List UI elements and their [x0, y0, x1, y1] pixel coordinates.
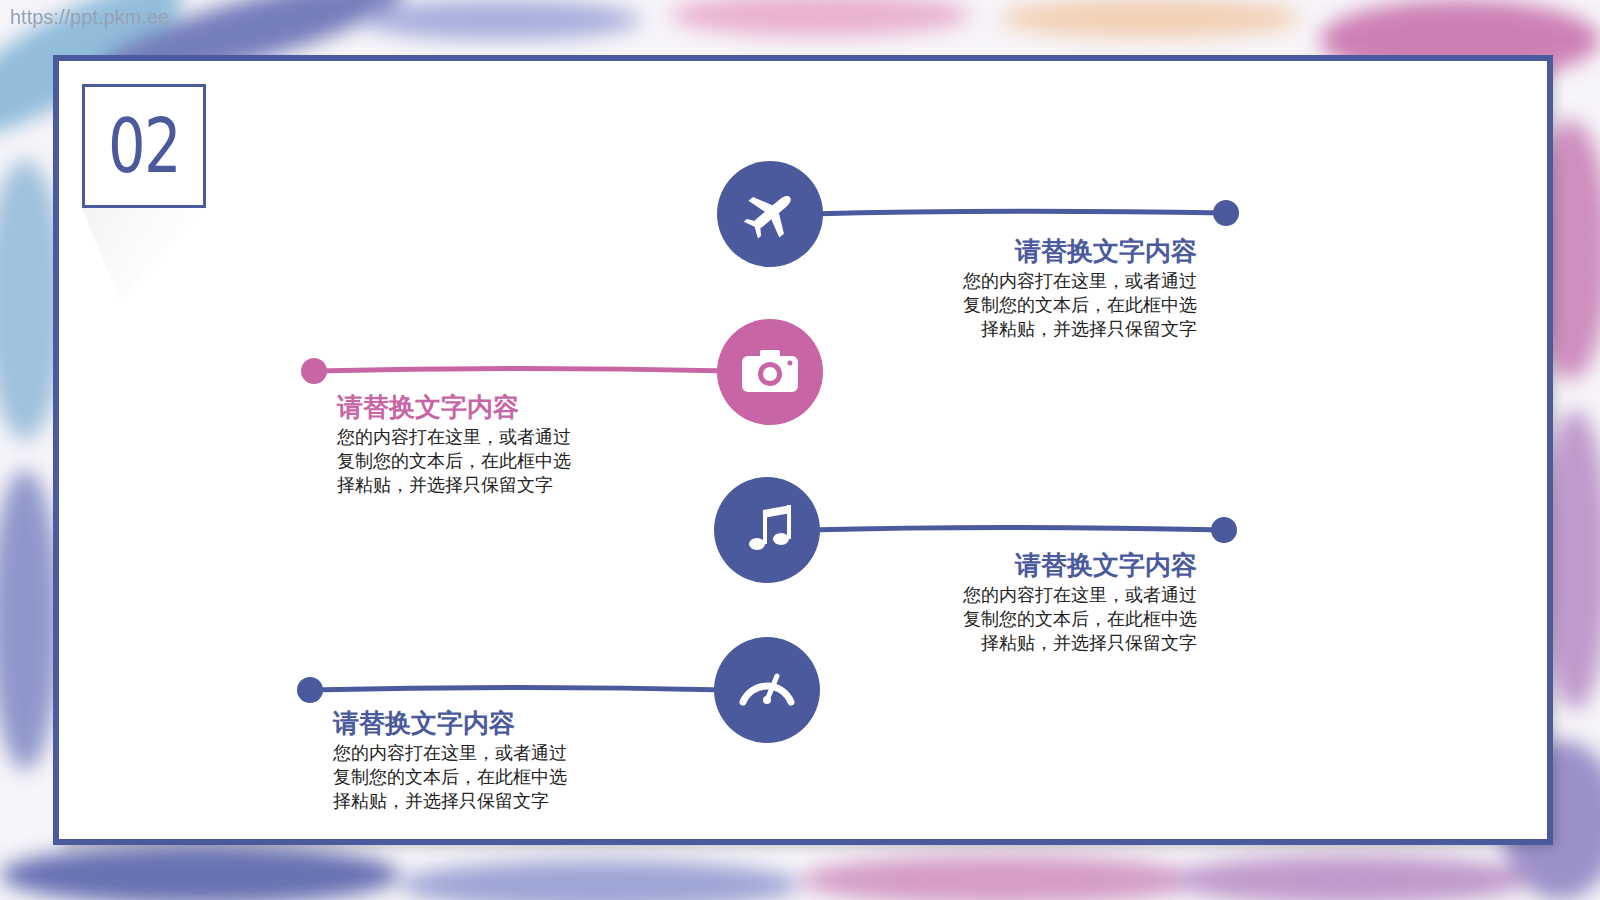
- watermark: https://ppt.pkm.ee: [10, 6, 169, 29]
- section-number-box: 02: [82, 84, 206, 208]
- item-body: 您的内容打在这里，或者通过复制您的文本后，在此框中选择粘贴，并选择只保留文字: [333, 741, 569, 813]
- item-heading: 请替换文字内容: [957, 549, 1197, 583]
- box-shadow: [82, 84, 206, 300]
- item-heading: 请替换文字内容: [957, 235, 1197, 269]
- music-icon: [714, 477, 820, 583]
- text-block: 请替换文字内容您的内容打在这里，或者通过复制您的文本后，在此框中选择粘贴，并选择…: [333, 707, 593, 813]
- item-body: 您的内容打在这里，或者通过复制您的文本后，在此框中选择粘贴，并选择只保留文字: [337, 425, 573, 497]
- plane-icon: [717, 161, 823, 267]
- item-heading: 请替换文字内容: [337, 391, 597, 425]
- item-body: 您的内容打在这里，或者通过复制您的文本后，在此框中选择粘贴，并选择只保留文字: [961, 269, 1197, 341]
- camera-icon: [717, 319, 823, 425]
- item-body: 您的内容打在这里，或者通过复制您的文本后，在此框中选择粘贴，并选择只保留文字: [961, 583, 1197, 655]
- section-number: 02: [108, 103, 180, 189]
- item-heading: 请替换文字内容: [333, 707, 593, 741]
- gauge-icon: [714, 637, 820, 743]
- text-block: 请替换文字内容您的内容打在这里，或者通过复制您的文本后，在此框中选择粘贴，并选择…: [957, 235, 1197, 341]
- text-block: 请替换文字内容您的内容打在这里，或者通过复制您的文本后，在此框中选择粘贴，并选择…: [337, 391, 597, 497]
- slide-frame: [56, 58, 1550, 842]
- timeline-connectors: [297, 200, 1239, 703]
- text-block: 请替换文字内容您的内容打在这里，或者通过复制您的文本后，在此框中选择粘贴，并选择…: [957, 549, 1197, 655]
